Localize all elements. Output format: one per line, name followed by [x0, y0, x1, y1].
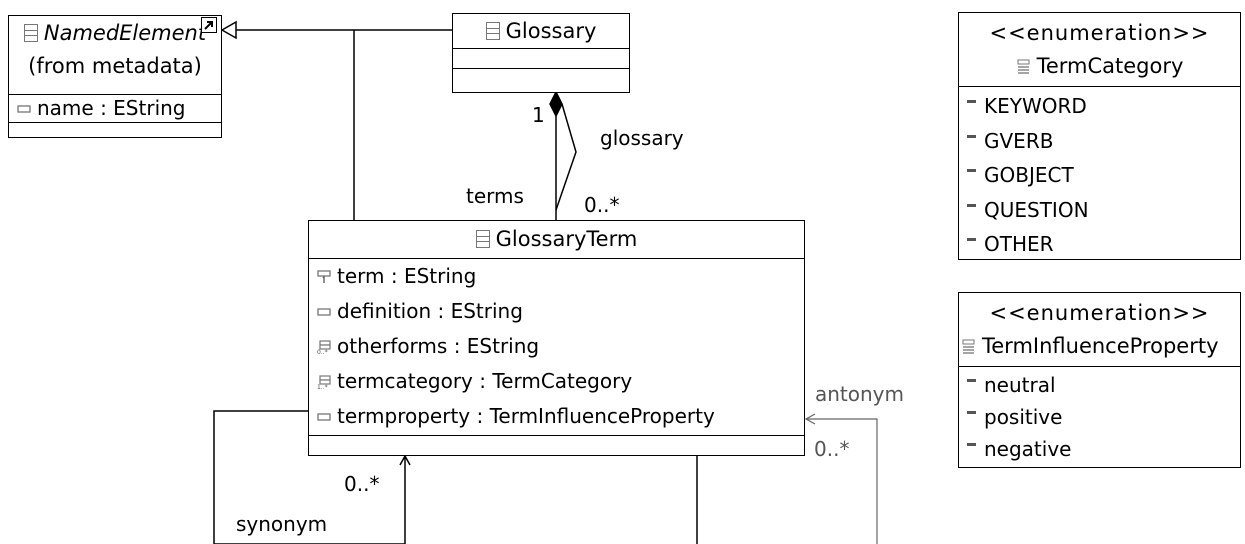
terms-role-label: terms [466, 184, 524, 208]
enum-name: TermInfluenceProperty [982, 334, 1219, 358]
antonym-arrowhead [804, 413, 816, 425]
enum-literal: QUESTION [959, 193, 1240, 228]
attribute-row: termproperty : TermInfluenceProperty [309, 399, 804, 434]
id-attribute-icon [317, 269, 331, 283]
synonym-arrowhead [399, 454, 411, 466]
many-attribute-icon: 1..* [317, 374, 331, 389]
attribute-icon [317, 412, 331, 421]
composition-label-bracket [555, 103, 577, 211]
svg-text:0..*: 0..* [317, 349, 328, 354]
class-glossary[interactable]: Glossary [452, 13, 630, 93]
enumeration-icon [962, 339, 975, 354]
many-attribute-icon: 0..* [317, 339, 331, 354]
glossary-role-label: glossary [600, 126, 684, 150]
attribute-row: definition : EString [309, 294, 804, 329]
enum-literal: neutral [959, 369, 1240, 401]
glossary-multiplicity-label: 1 [532, 103, 545, 127]
class-name: Glossary [505, 19, 597, 43]
class-origin: (from metadata) [28, 54, 202, 78]
class-icon [485, 22, 500, 40]
class-named-element[interactable]: NamedElement (from metadata) name : EStr… [8, 15, 222, 138]
attribute-icon [317, 307, 331, 316]
enum-literal: GVERB [959, 124, 1240, 159]
generalization-arrowhead [220, 20, 237, 40]
terms-multiplicity-label: 0..* [584, 193, 620, 217]
literal-icon [967, 411, 976, 414]
enum-term-category[interactable]: <<enumeration>> TermCategory KEYWORD GVE… [958, 12, 1241, 260]
enum-stereotype: <<enumeration>> [989, 21, 1210, 45]
literal-icon [967, 169, 976, 172]
synonym-multiplicity-label: 0..* [344, 472, 380, 496]
attribute-text: otherforms : EString [337, 334, 540, 358]
attribute-text: term : EString [337, 264, 477, 288]
enum-term-influence-property[interactable]: <<enumeration>> TermInfluenceProperty ne… [958, 292, 1241, 468]
attribute-row: name : EString [9, 95, 221, 122]
enum-literal: KEYWORD [959, 89, 1240, 124]
class-icon [23, 24, 38, 42]
literal-icon [967, 379, 976, 382]
enum-literal: positive [959, 401, 1240, 433]
attribute-row: term : EString [309, 259, 804, 294]
attribute-icon [17, 104, 31, 113]
literal-icon [967, 203, 976, 207]
attribute-text: termcategory : TermCategory [337, 369, 633, 393]
enum-literal: GOBJECT [959, 158, 1240, 193]
antonym-role-label: antonym [815, 382, 905, 406]
composition-diamond [549, 90, 563, 118]
attribute-text: definition : EString [337, 299, 523, 323]
enum-literal: negative [959, 433, 1240, 465]
literal-icon [967, 134, 976, 138]
class-glossary-term[interactable]: GlossaryTerm term : EString definition :… [308, 220, 805, 456]
svg-text:1..*: 1..* [317, 384, 328, 389]
literal-icon [967, 238, 976, 241]
enum-stereotype: <<enumeration>> [989, 301, 1210, 325]
antonym-multiplicity-label: 0..* [814, 437, 850, 461]
attribute-row: 1..* termcategory : TermCategory [309, 364, 804, 399]
attribute-row: 0..* otherforms : EString [309, 329, 804, 364]
enum-name: TermCategory [1036, 54, 1184, 78]
class-name: GlossaryTerm [495, 227, 638, 251]
attribute-text: name : EString [37, 96, 186, 120]
literal-icon [967, 443, 976, 446]
literal-icon [967, 100, 976, 103]
class-name: NamedElement [43, 21, 207, 45]
enum-literal: OTHER [959, 227, 1240, 262]
synonym-association-line [213, 410, 406, 544]
shortcut-icon [201, 17, 217, 33]
class-icon [475, 230, 490, 248]
enumeration-icon [1017, 59, 1030, 74]
attribute-text: termproperty : TermInfluenceProperty [337, 404, 715, 428]
synonym-role-label: synonym [236, 512, 328, 536]
antonym-association-line-right [806, 418, 878, 544]
